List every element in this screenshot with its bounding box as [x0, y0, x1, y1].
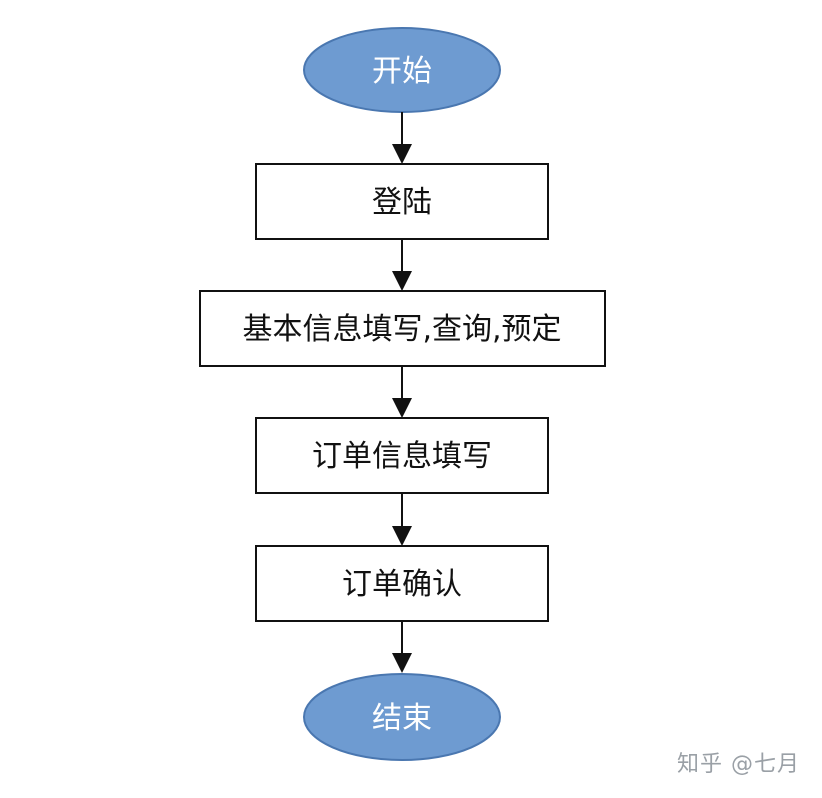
step-order-info: 订单信息填写 [255, 417, 549, 494]
step-basic-info: 基本信息填写,查询,预定 [199, 290, 606, 367]
start-label: 开始 [372, 54, 432, 89]
watermark: 知乎 @七月 [677, 752, 800, 777]
step-login: 登陆 [255, 163, 549, 240]
end-label: 结束 [372, 701, 432, 736]
step-order-confirm: 订单确认 [255, 545, 549, 622]
step-order-confirm-label: 订单确认 [342, 567, 462, 602]
end-node: 结束 [303, 673, 501, 761]
step-order-info-label: 订单信息填写 [312, 439, 492, 474]
step-login-label: 登陆 [372, 185, 432, 220]
start-node: 开始 [303, 27, 501, 113]
step-basic-info-label: 基本信息填写,查询,预定 [242, 312, 561, 347]
